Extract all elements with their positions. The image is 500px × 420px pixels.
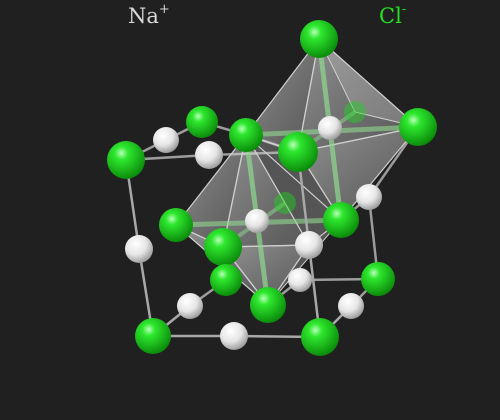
- chloride-ion: [300, 20, 338, 58]
- sodium-ion: [356, 184, 382, 210]
- sodium-ion: [177, 293, 203, 319]
- sodium-ion: [220, 322, 248, 350]
- chloride-charge: -: [401, 2, 407, 17]
- upper-octahedron: [245, 37, 420, 222]
- sodium-ions: [125, 127, 382, 350]
- chloride-ion-hidden: [274, 192, 296, 214]
- chloride-ion: [278, 132, 318, 172]
- chloride-ion: [399, 108, 437, 146]
- chloride-ion-hidden: [344, 101, 366, 123]
- sodium-ion: [288, 268, 312, 292]
- chloride-ion: [186, 106, 218, 138]
- sodium-ion: [338, 293, 364, 319]
- chloride-ion: [159, 208, 193, 242]
- chloride-ion: [250, 287, 286, 323]
- sodium-ion: [125, 235, 153, 263]
- sodium-charge: +: [158, 2, 170, 17]
- chloride-ion: [361, 262, 395, 296]
- chloride-ion: [204, 228, 242, 266]
- sodium-ion-center-lower: [245, 209, 269, 233]
- chloride-ion: [301, 318, 339, 356]
- chloride-ions: [107, 20, 437, 356]
- sodium-ion: [295, 231, 323, 259]
- chloride-ion: [323, 202, 359, 238]
- sodium-ion: [153, 127, 179, 153]
- chloride-ion: [210, 264, 242, 296]
- chloride-ion: [135, 318, 171, 354]
- sodium-ion: [195, 141, 223, 169]
- sodium-symbol: Na: [128, 4, 159, 28]
- chloride-ion: [107, 141, 145, 179]
- sodium-ion-label: Na+: [128, 2, 170, 28]
- chloride-symbol: Cl: [379, 4, 402, 28]
- sodium-ion-center-upper: [318, 116, 342, 140]
- chloride-ion: [229, 118, 263, 152]
- chloride-ion-label: Cl-: [379, 2, 407, 28]
